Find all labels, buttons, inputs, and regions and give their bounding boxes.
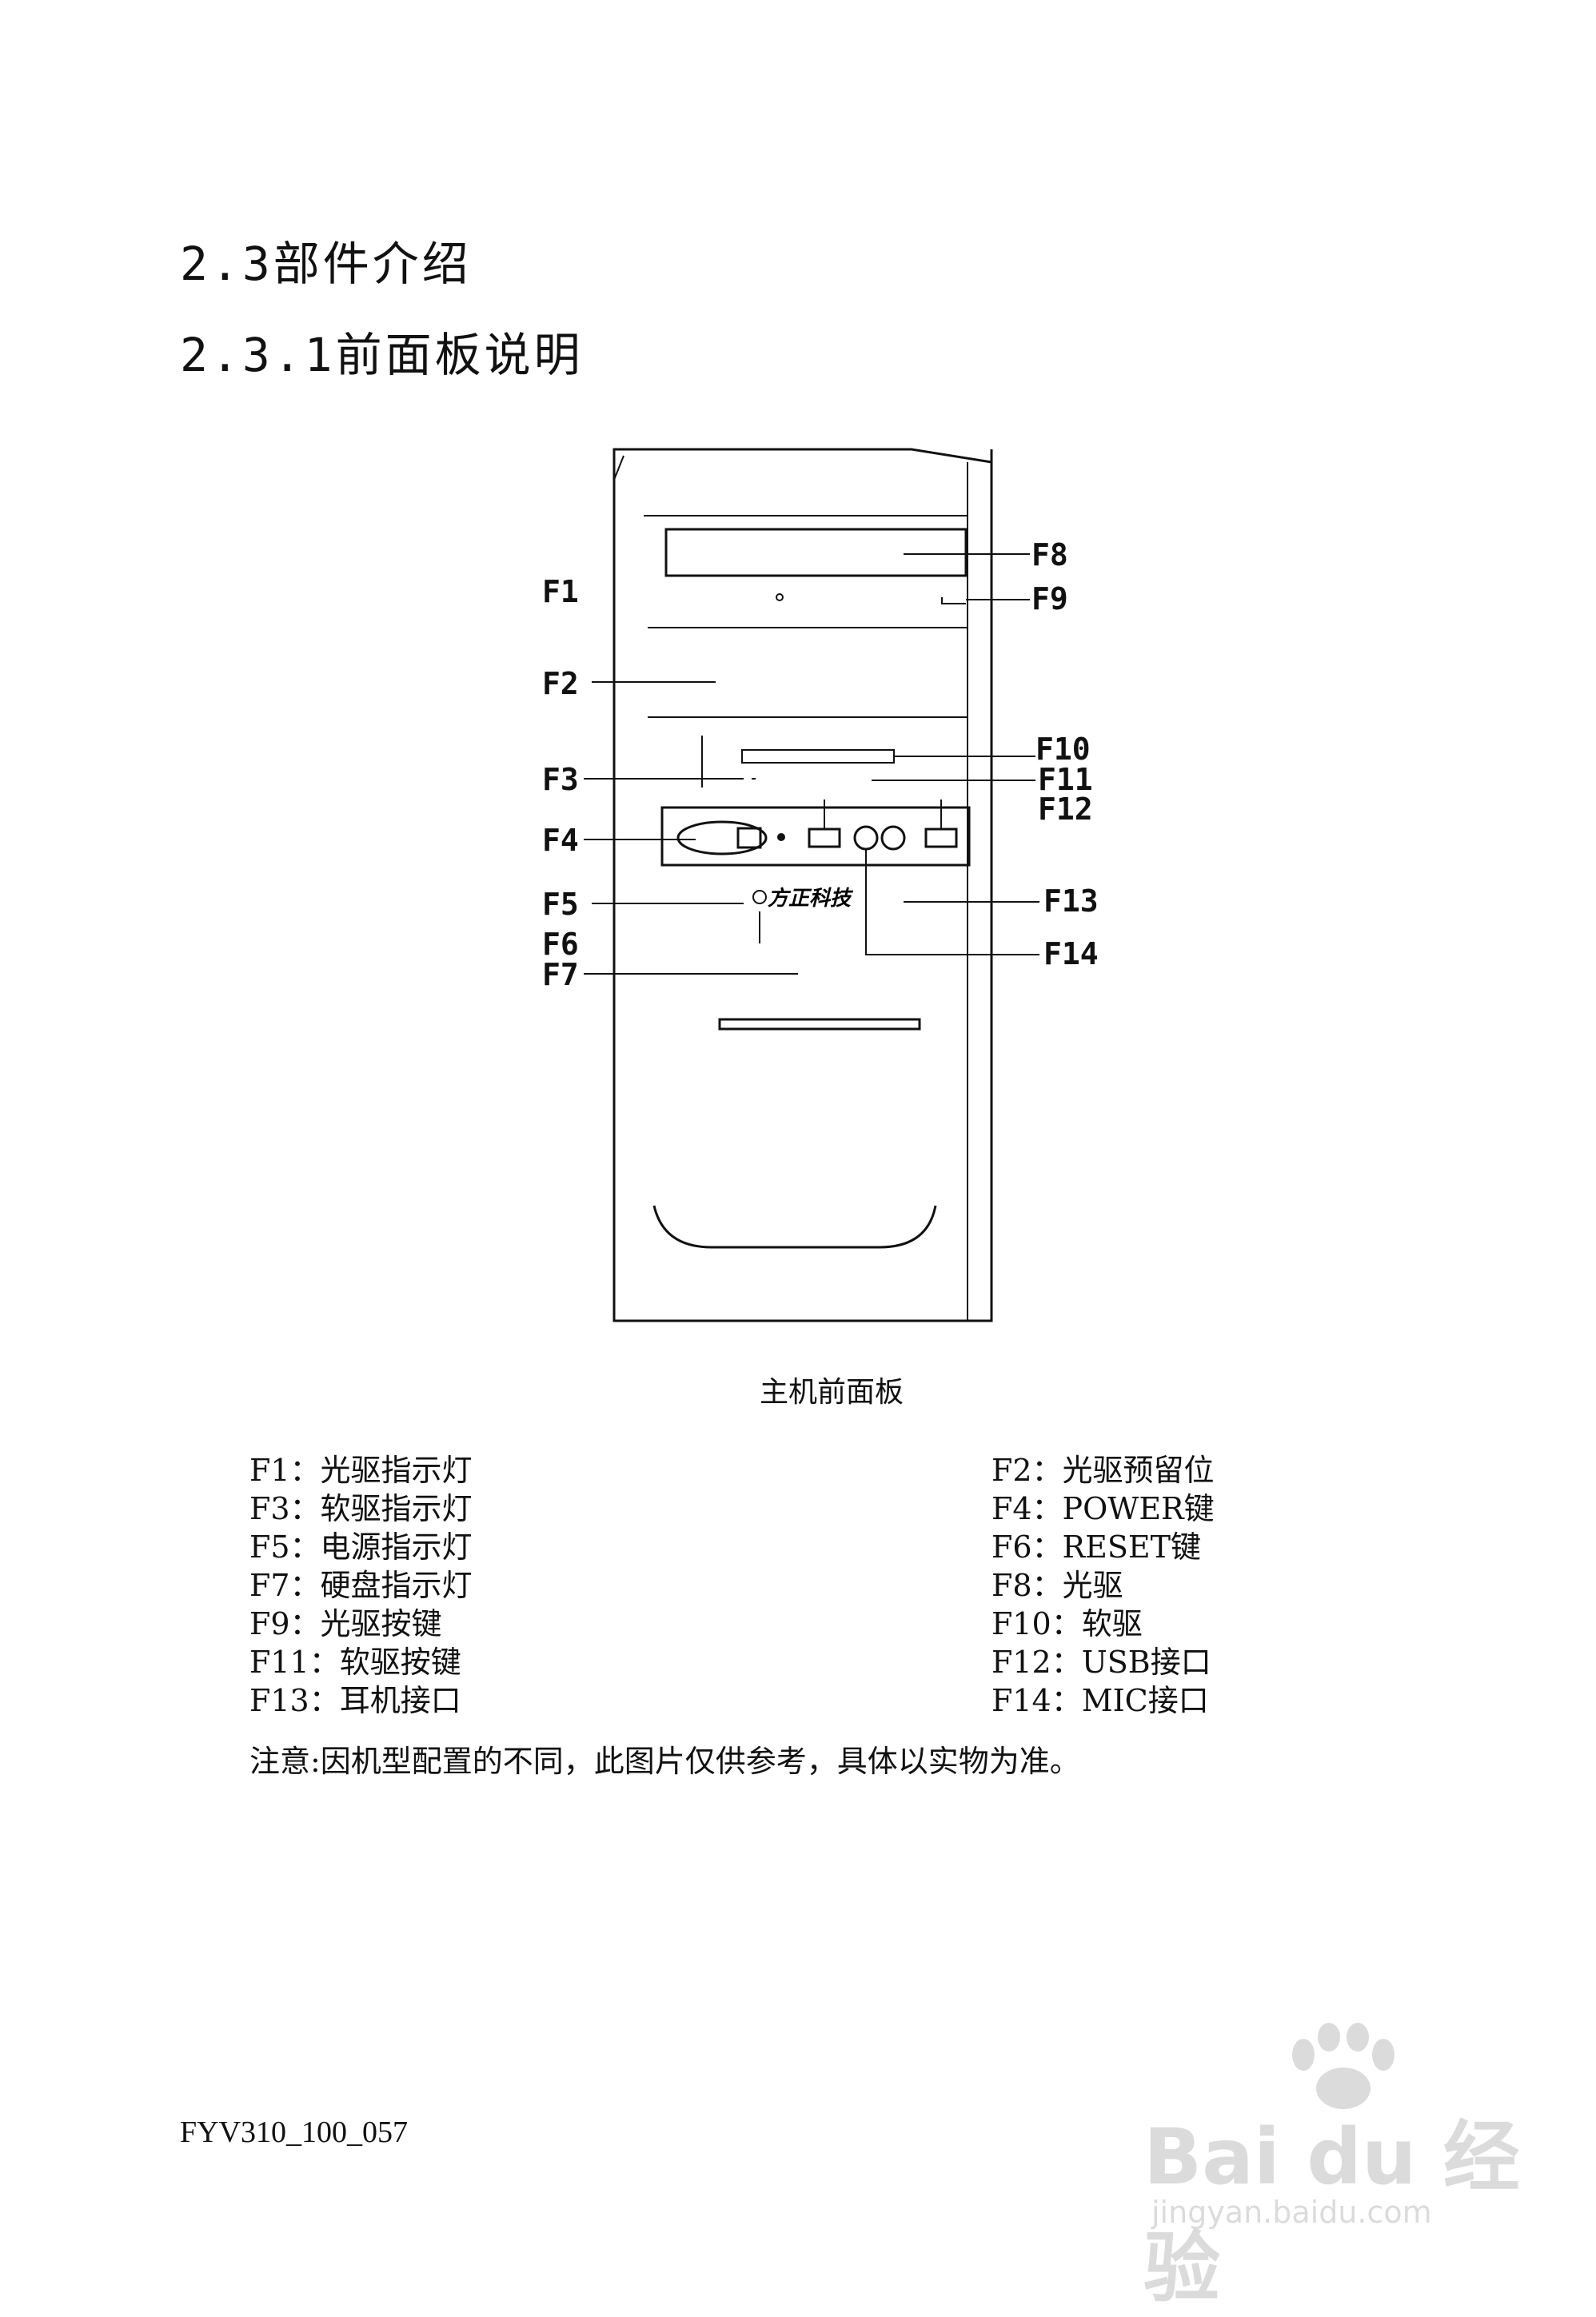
legend-item: F1：光驱指示灯 [249,1453,473,1488]
subsection-heading: 2.3.1前面板说明 [180,328,584,382]
legend-item: F8：光驱 [992,1568,1123,1603]
document-id: FYV310_100_057 [180,2116,409,2149]
legend-item: F2：光驱预留位 [992,1453,1215,1488]
legend-item: F14：MIC接口 [992,1683,1209,1718]
cd-indicator-led [776,593,784,601]
legend-item: F5：电源指示灯 [249,1529,473,1565]
label-f1: F1 [542,574,579,609]
mic-jack [880,825,906,851]
legend-item: F12：USB接口 [992,1645,1211,1680]
leader-f14 [865,849,1039,955]
legend-item: F6：RESET键 [992,1529,1202,1565]
control-panel [660,806,971,867]
label-f5: F5 [542,887,579,922]
label-f2: F2 [542,666,579,701]
disclaimer-note: 注意:因机型配置的不同，此图片仅供参考，具体以实物为准。 [249,1744,1080,1779]
legend-item: F13：耳机接口 [249,1683,461,1718]
reset-button [777,833,785,841]
diagram-caption: 主机前面板 [759,1376,904,1409]
label-f10: F10 [1035,732,1091,767]
legend-item: F11：软驱按键 [249,1645,461,1680]
usb-port-1 [808,828,841,848]
label-f12: F12 [1038,792,1093,827]
brand-logo-mark [752,890,767,904]
legend-item: F4：POWER键 [992,1491,1215,1526]
cd-drive-tray [664,528,968,577]
legend-item: F7：硬盘指示灯 [249,1568,473,1603]
label-f9: F9 [1031,581,1068,616]
cd-eject-button [941,597,966,604]
usb-port-2 [924,828,958,848]
label-f8: F8 [1031,537,1068,572]
watermark-site: jingyan.baidu.com [1151,2195,1432,2230]
lower-slot [718,1018,921,1031]
baidu-watermark: Bai du 经验 jingyan.baidu.com [1135,2023,1551,2313]
label-f14: F14 [1043,936,1099,971]
chassis-outline [612,448,993,1322]
section-heading: 2.3部件介绍 [180,237,472,291]
brand-logo: 方正科技 [768,887,854,911]
legend-item: F10：软驱 [992,1606,1143,1641]
legend-item: F9：光驱按键 [249,1606,442,1641]
panel-edge-left [613,455,624,481]
label-f4: F4 [542,823,579,858]
label-f11: F11 [1038,762,1093,797]
front-panel-svg: 方正科技 F1 F2 F3 F4 F5 F6 F7 F8 F9 F10 F11 … [542,448,1099,1322]
bottom-intake [652,1205,937,1249]
power-button-knob [736,827,762,849]
paw-icon [1292,2023,1395,2109]
label-f3: F3 [542,762,579,797]
label-f6: F6 [542,927,579,962]
floppy-slot [741,749,895,764]
front-panel-diagram: 方正科技 F1 F2 F3 F4 F5 F6 F7 F8 F9 F10 F11 … [512,432,1119,1327]
power-button [676,820,768,855]
label-f7: F7 [542,957,579,992]
legend-item: F3：软驱指示灯 [249,1491,473,1526]
label-f13: F13 [1043,883,1099,919]
headphone-jack [853,825,879,851]
